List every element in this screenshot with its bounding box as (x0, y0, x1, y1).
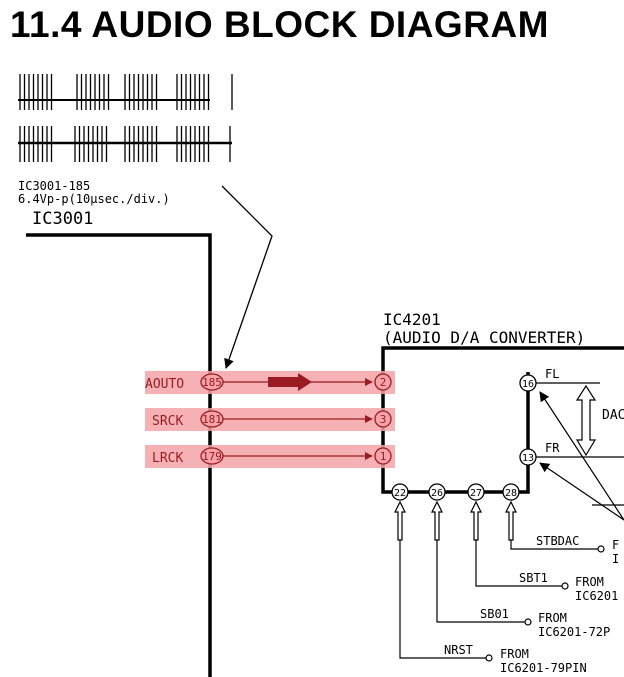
input-nrst: 22 NRST FROM IC6201-79PIN (391, 483, 587, 675)
dst-pin-2 (374, 373, 392, 391)
input-from-sbt1-1: FROM (575, 575, 604, 589)
src-pin-label-185: 185 (202, 376, 222, 389)
input-from-stbdac-2: I (612, 552, 619, 566)
input-label-nrst: NRST (444, 643, 473, 657)
input-arrow-icon (394, 500, 406, 541)
input-label-stbdac: STBDAC (536, 534, 579, 548)
signal-srck: SRCK 181 3 (152, 410, 392, 429)
ic4201-label: IC4201 (383, 310, 441, 329)
dst-pin-label-2: 2 (380, 376, 387, 389)
input-from-sbt1-2: IC6201 (575, 589, 618, 603)
signal-lrck: LRCK 179 1 (152, 447, 392, 466)
input-from-nrst-2: IC6201-79PIN (500, 661, 587, 675)
signal-label-srck: SRCK (152, 414, 183, 429)
signal-label-aouto: AOUTO (145, 377, 184, 392)
output-label-fr: FR (545, 441, 560, 455)
ic3001-bus-line (26, 233, 212, 677)
flow-arrow-icon (268, 373, 312, 391)
src-pin-label-181: 181 (202, 413, 222, 426)
dst-pin-3 (374, 410, 392, 428)
src-pin-label-179: 179 (202, 450, 222, 463)
in-pin-label-22: 22 (394, 488, 406, 499)
input-arrow-icon (505, 500, 517, 541)
input-sbt1: 27 SBT1 FROM IC6201 (467, 483, 618, 603)
dac-level-arrow-icon (575, 384, 597, 457)
page-title: 11.4 AUDIO BLOCK DIAGRAM (10, 4, 549, 45)
input-from-nrst-1: FROM (500, 647, 529, 661)
input-arrow-icon (470, 500, 482, 541)
signal-aouto: AOUTO 185 2 (145, 373, 392, 392)
in-pin-label-27: 27 (470, 488, 482, 499)
dst-pin-label-3: 3 (380, 413, 387, 426)
dac-label: DAC (602, 408, 624, 423)
ic3001-label: IC3001 (32, 209, 93, 229)
input-arrow-icon (431, 500, 443, 541)
out-pin-label-16: 16 (522, 379, 534, 390)
waveform-trace-bottom (18, 126, 232, 162)
output-fr: 13 FR (519, 441, 624, 466)
in-pin-label-26: 26 (431, 488, 443, 499)
signal-label-lrck: LRCK (152, 451, 183, 466)
input-label-sb01: SB01 (480, 607, 509, 621)
dst-pin-1 (374, 447, 392, 465)
waveform-pointer (221, 185, 273, 369)
waveform-caption-2: 6.4Vp-p(10μsec./div.) (18, 192, 170, 206)
waveform-trace-top (18, 74, 233, 110)
input-stbdac: 28 STBDAC F I (502, 483, 619, 566)
out-pin-label-13: 13 (522, 453, 534, 464)
input-sb01: 26 SB01 FROM IC6201-72P (428, 483, 610, 639)
dst-pin-label-1: 1 (380, 450, 387, 463)
input-label-sbt1: SBT1 (519, 571, 548, 585)
ic4201-description: (AUDIO D/A CONVERTER) (383, 328, 585, 347)
input-from-stbdac-1: F (612, 538, 619, 552)
in-pin-label-28: 28 (505, 488, 517, 499)
input-from-sb01-2: IC6201-72P (538, 625, 610, 639)
output-fl: 16 FL (519, 367, 600, 392)
waveform-caption-1: IC3001-185 (18, 179, 90, 193)
output-label-fl: FL (545, 367, 559, 381)
input-from-sb01-1: FROM (538, 611, 567, 625)
